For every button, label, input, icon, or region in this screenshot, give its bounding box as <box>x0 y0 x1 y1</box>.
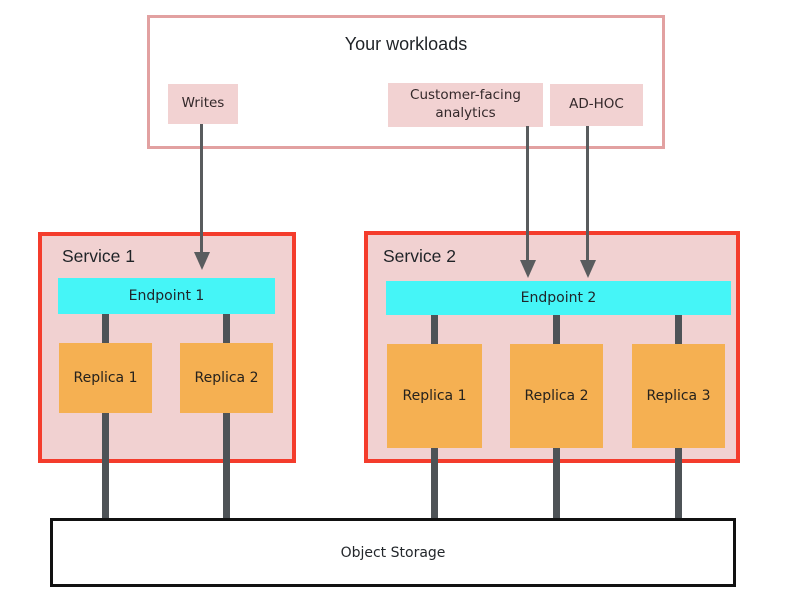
object-storage: Object Storage <box>50 518 736 587</box>
connector-endpoint1-replica2 <box>223 314 230 344</box>
connector-endpoint2-replica2 <box>553 315 560 345</box>
object-storage-label: Object Storage <box>340 544 446 561</box>
connector-s2-replica3-storage <box>675 448 682 518</box>
connector-s2-replica2-storage <box>553 448 560 518</box>
service-1-replica-2-label: Replica 2 <box>194 370 259 386</box>
workload-writes: Writes <box>168 84 238 124</box>
service-2-replica-2-label: Replica 2 <box>524 388 589 404</box>
service-2-replica-1: Replica 1 <box>387 344 482 448</box>
service-2-endpoint-label: Endpoint 2 <box>520 290 597 306</box>
arrow-analytics-to-endpoint2 <box>526 126 529 261</box>
service-2-title: Service 2 <box>383 246 456 266</box>
service-1-replica-1: Replica 1 <box>59 343 152 413</box>
service-2-replica-2: Replica 2 <box>510 344 603 448</box>
service-2-endpoint: Endpoint 2 <box>386 281 731 315</box>
connector-endpoint2-replica1 <box>431 315 438 345</box>
service-2-replica-1-label: Replica 1 <box>402 388 467 404</box>
service-1-title: Service 1 <box>62 246 135 266</box>
connector-endpoint2-replica3 <box>675 315 682 345</box>
arrow-writes-to-endpoint1 <box>200 124 203 253</box>
connector-s1-replica1-storage <box>102 413 109 518</box>
service-2-replica-3: Replica 3 <box>632 344 725 448</box>
workload-analytics-label: Customer-facing analytics <box>410 87 521 121</box>
service-1-endpoint: Endpoint 1 <box>58 278 275 314</box>
workload-adhoc-label: AD-HOC <box>569 96 624 113</box>
service-2-replica-3-label: Replica 3 <box>646 388 711 404</box>
connector-endpoint1-replica1 <box>102 314 109 344</box>
service-1-replica-1-label: Replica 1 <box>73 370 138 386</box>
connector-s1-replica2-storage <box>223 413 230 518</box>
workload-adhoc: AD-HOC <box>550 84 643 126</box>
connector-s2-replica1-storage <box>431 448 438 518</box>
arrow-adhoc-to-endpoint2 <box>586 126 589 261</box>
service-1-replica-2: Replica 2 <box>180 343 273 413</box>
service-1-endpoint-label: Endpoint 1 <box>128 288 205 304</box>
workload-writes-label: Writes <box>181 95 225 112</box>
workloads-title: Your workloads <box>344 34 468 54</box>
workload-customer-facing-analytics: Customer-facing analytics <box>388 83 543 127</box>
